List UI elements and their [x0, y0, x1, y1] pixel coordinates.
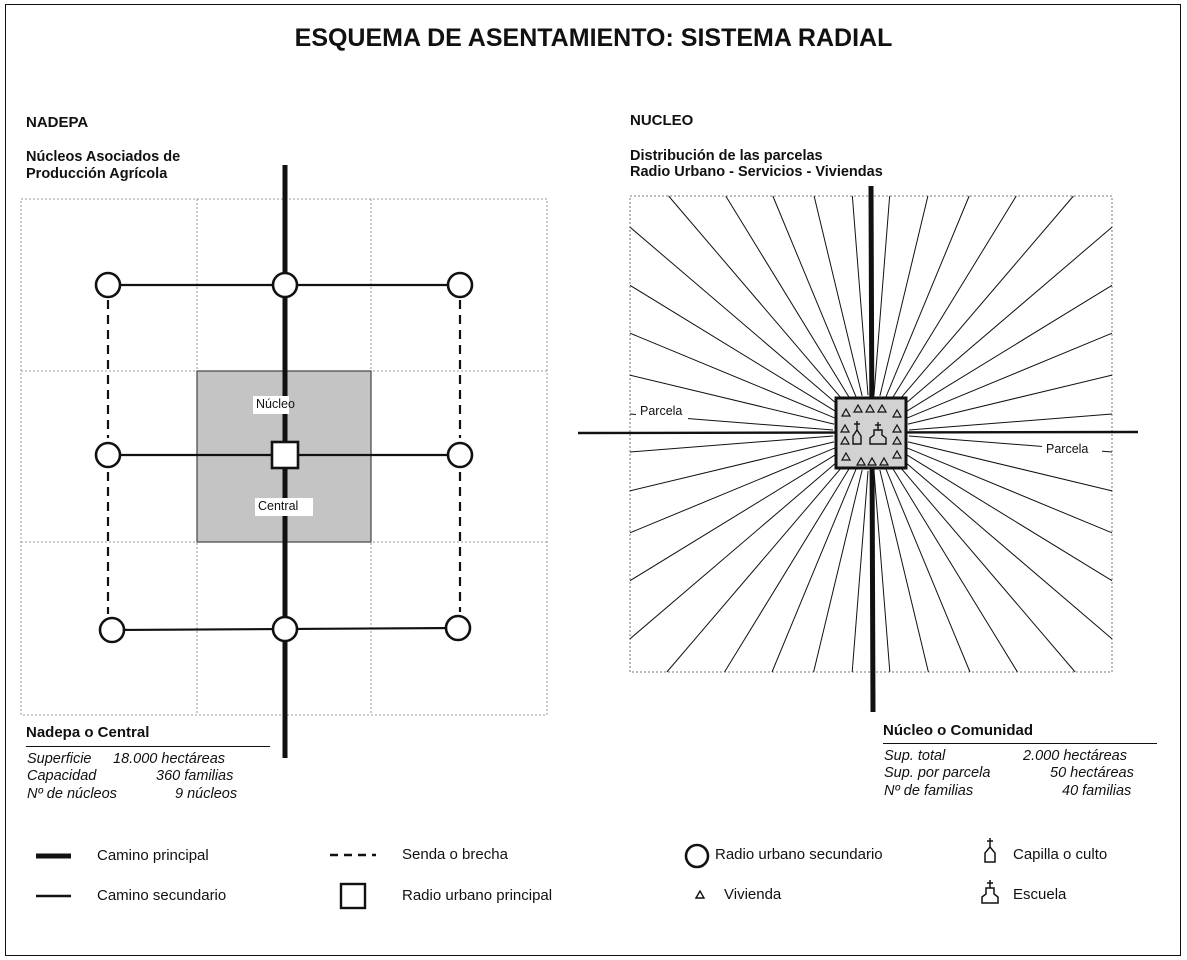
nucleo-stats-title: Núcleo o Comunidad	[883, 722, 1033, 739]
vivienda-markers	[839, 403, 903, 466]
parcel-division-line	[629, 452, 839, 582]
nucleo-stats-rule	[883, 743, 1157, 744]
parcel-division-line	[895, 195, 1074, 405]
nucleo-stat-label-3: Nº de familias	[884, 783, 974, 799]
nucleo-heading: NUCLEO	[630, 112, 694, 129]
parcel-division-lines	[629, 195, 1113, 673]
legend-camino-principal: Camino principal	[97, 847, 209, 864]
legend-radio-secundario: Radio urbano secundario	[715, 846, 883, 863]
parcel-division-line	[629, 447, 837, 534]
parcel-division-line	[903, 284, 1113, 414]
nadepa-stats-rule	[26, 746, 270, 747]
parcel-division-line	[771, 467, 857, 673]
parcel-division-line	[851, 195, 869, 396]
nadepa-stat-label-2: Capacidad	[27, 768, 97, 784]
legend-capilla: Capilla o culto	[1013, 846, 1108, 863]
nadepa-stat-label-3: Nº de núcleos	[27, 786, 117, 802]
parcel-division-line	[724, 465, 852, 673]
nucleo-stat-value-1: 2.000 hectáreas	[1023, 748, 1127, 764]
parcela-label-left: Parcela	[640, 404, 683, 418]
legend-radio-secundario-icon	[684, 843, 710, 869]
radio-principal-node	[270, 440, 300, 470]
parcel-division-line	[629, 226, 843, 409]
parcel-division-line	[905, 332, 1113, 419]
nadepa-stat-value-3: 9 núcleos	[175, 786, 238, 802]
legend-escuela-icon	[981, 880, 999, 904]
parcel-division-line	[629, 284, 839, 414]
parcel-division-line	[890, 195, 1017, 401]
parcel-division-line	[908, 413, 1113, 431]
parcel-division-line	[851, 470, 869, 673]
parcel-division-line	[905, 447, 1113, 534]
legend-radio-principal: Radio urbano principal	[402, 887, 553, 904]
nucleo-stat-label-1: Sup. total	[884, 748, 946, 764]
parcel-division-line	[629, 332, 837, 419]
legend-camino-secundario: Camino secundario	[97, 887, 227, 904]
nadepa-stat-label-1: Superficie	[27, 751, 92, 767]
nadepa-subtitle-1: Núcleos Asociados de	[26, 149, 181, 165]
parcel-division-line	[725, 195, 852, 401]
nadepa-heading: NADEPA	[26, 114, 89, 131]
parcela-label-right: Parcela	[1046, 442, 1089, 456]
parcel-division-line	[629, 457, 843, 640]
parcel-division-line	[879, 195, 929, 397]
nucleo-subtitle-2: Radio Urbano - Servicios - Viviendas	[630, 164, 883, 180]
nucleo-central-label-bottom: Central	[258, 499, 299, 513]
nadepa-stats-title: Nadepa o Central	[26, 724, 150, 741]
legend-capilla-icon	[984, 838, 996, 863]
legend-vivienda-icon	[694, 889, 706, 899]
parcel-division-line	[629, 374, 835, 425]
nadepa-stat-value-2: 360 familias	[156, 768, 234, 784]
parcel-division-line	[813, 195, 863, 397]
nucleo-stat-value-2: 50 hectáreas	[1050, 765, 1134, 781]
core-school-icon	[869, 422, 887, 445]
core-chapel-icon	[852, 421, 862, 445]
parcel-division-line	[885, 195, 970, 399]
parcel-division-line	[666, 461, 847, 673]
parcel-division-line	[903, 452, 1113, 582]
nadepa-stat-value-1: 18.000 hectáreas	[113, 751, 226, 767]
parcel-division-line	[629, 441, 835, 492]
legend-radio-principal-icon	[339, 882, 367, 910]
parcel-division-line	[907, 441, 1113, 492]
nadepa-subtitle-2: Producción Agrícola	[26, 166, 168, 182]
parcel-division-line	[629, 435, 834, 453]
senda-trails	[106, 300, 462, 614]
parcel-division-line	[772, 195, 857, 399]
nucleo-stat-label-2: Sup. por parcela	[884, 765, 991, 781]
nucleo-subtitle-1: Distribución de las parcelas	[630, 148, 823, 164]
legend-escuela: Escuela	[1013, 886, 1067, 903]
legend-senda: Senda o brecha	[402, 846, 508, 863]
parcel-division-line	[907, 374, 1113, 425]
parcel-division-line	[899, 226, 1113, 409]
parcel-division-line	[873, 195, 891, 396]
parcel-division-line	[895, 461, 1076, 673]
nucleo-stat-value-3: 40 familias	[1062, 783, 1132, 799]
parcel-division-line	[873, 470, 891, 673]
parcel-division-line	[668, 195, 847, 405]
parcel-division-line	[879, 469, 929, 673]
radio-secundario-nodes	[94, 271, 474, 644]
nucleo-central-label-top: Núcleo	[256, 397, 295, 411]
outer-frame	[5, 4, 1181, 956]
page-title: ESQUEMA DE ASENTAMIENTO: SISTEMA RADIAL	[294, 24, 893, 52]
parcel-division-line	[813, 469, 863, 673]
parcel-division-line	[885, 467, 971, 673]
parcel-division-line	[890, 465, 1018, 673]
legend-vivienda: Vivienda	[724, 886, 782, 903]
parcel-division-line	[899, 457, 1113, 640]
